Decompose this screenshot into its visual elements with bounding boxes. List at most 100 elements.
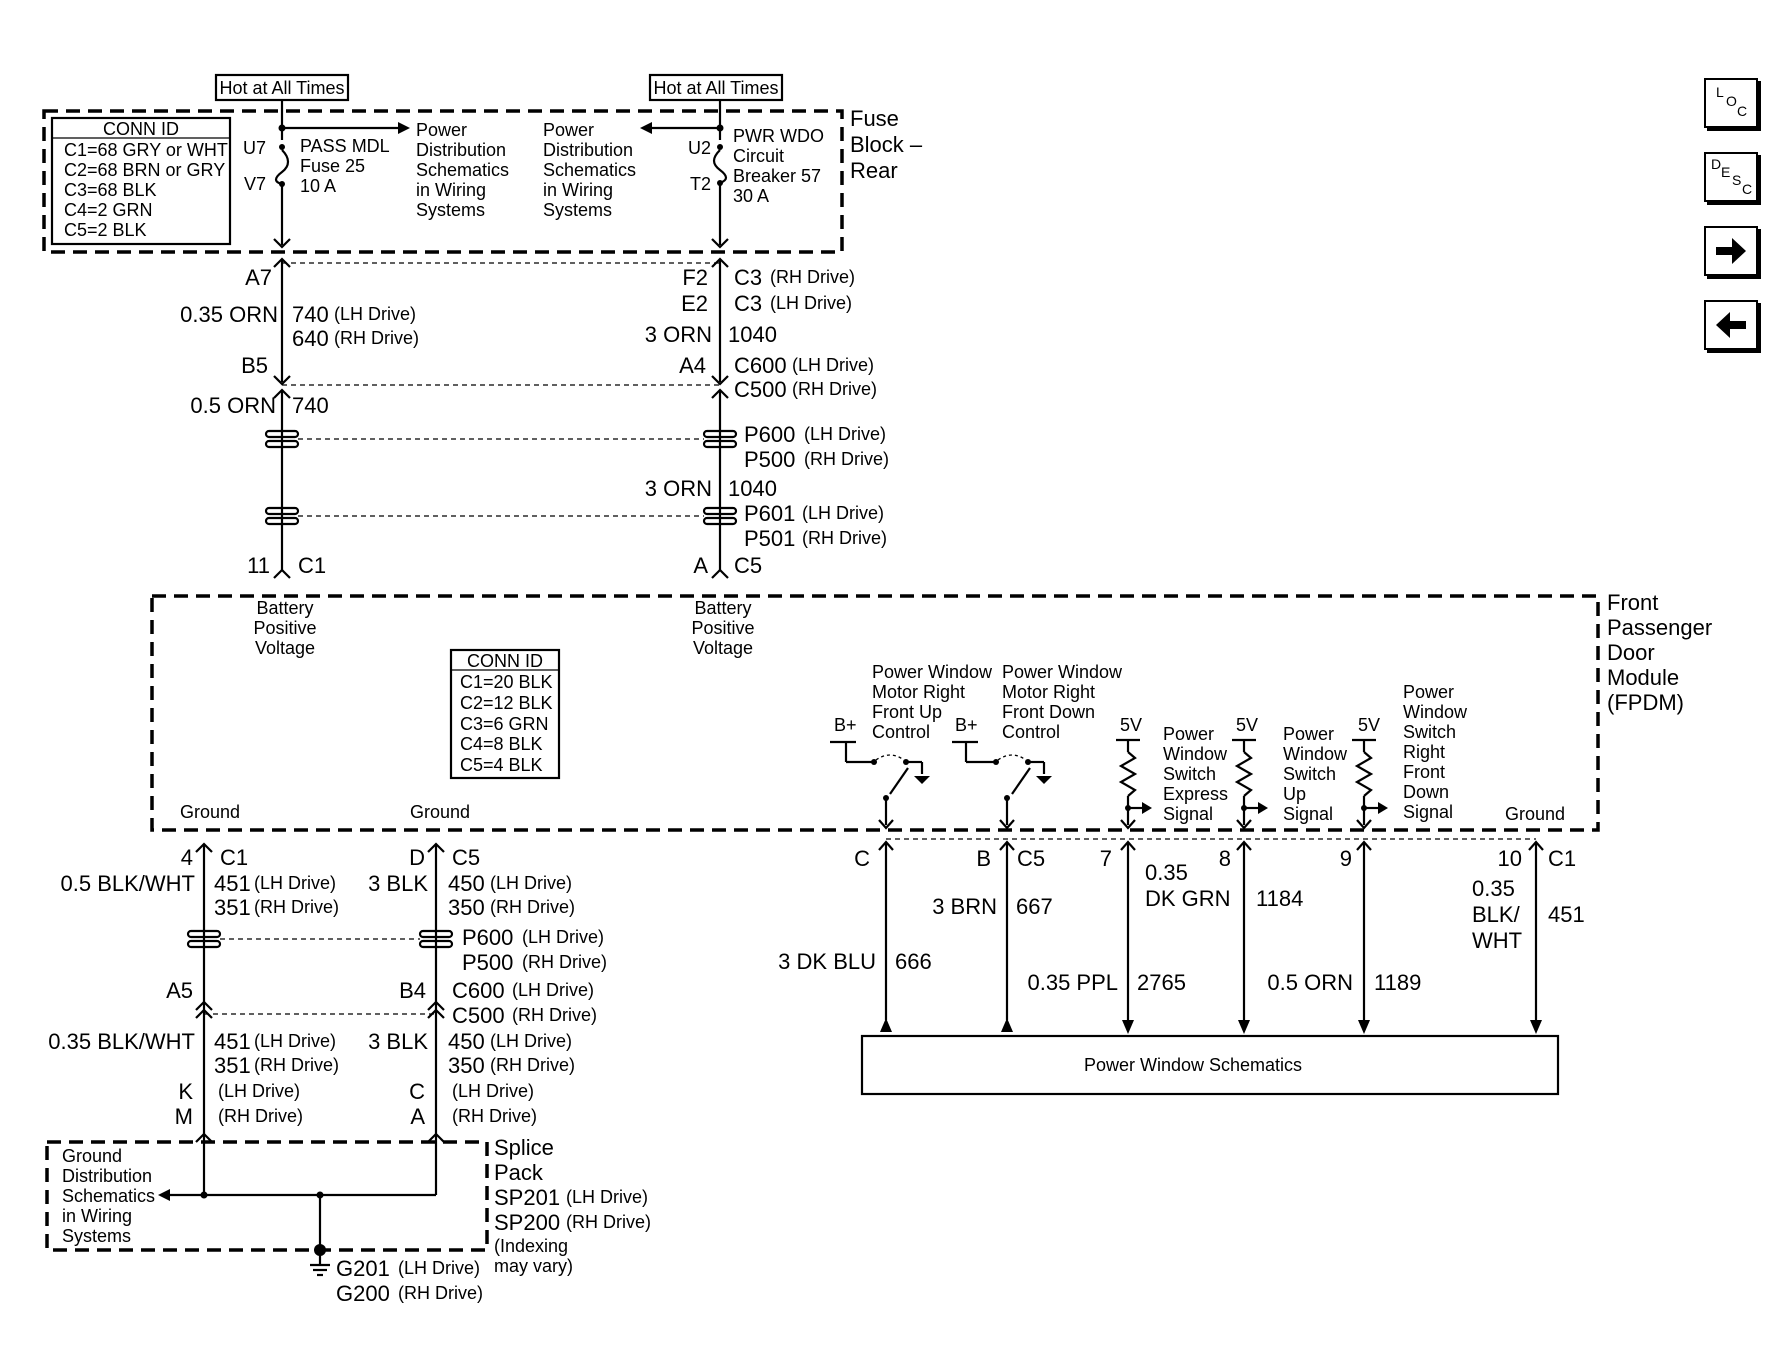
battery-label: Positive: [691, 618, 754, 638]
bplus-label: B+: [834, 715, 857, 735]
battery-label: Voltage: [255, 638, 315, 658]
module-name: Module: [1607, 665, 1679, 690]
motor-label: Power Window: [872, 662, 993, 682]
switch-label: Signal: [1283, 804, 1333, 824]
ref-text: Power: [416, 120, 467, 140]
switch-label: Switch: [1163, 764, 1216, 784]
circuit-number: 351: [214, 895, 251, 920]
breaker-label: Circuit: [733, 146, 784, 166]
location-button[interactable]: L O C: [1704, 78, 1758, 128]
connector-p500: P500: [744, 447, 795, 472]
ground-ref-text: in Wiring: [62, 1206, 132, 1226]
pin-v7: V7: [244, 174, 266, 194]
drive-note: (LH Drive): [254, 873, 336, 893]
switch-label: Window: [1283, 744, 1348, 764]
wire-740: A7 0.35 ORN 740 (LH Drive) 640 (RH Drive…: [180, 257, 419, 579]
five-volt-label: 5V: [1236, 715, 1258, 735]
pin-b: B: [976, 846, 991, 871]
circuit-number: 350: [448, 1053, 485, 1078]
pin-u2: U2: [688, 138, 711, 158]
circuit-number: 451: [214, 871, 251, 896]
breaker-label: 30 A: [733, 186, 769, 206]
ref-text: Schematics: [416, 160, 509, 180]
connector-c5: C5: [452, 845, 480, 870]
pin-e2: E2: [681, 291, 708, 316]
circuit-number: 1184: [1256, 886, 1303, 911]
connector-p600: P600: [462, 925, 513, 950]
wire-color: 0.35: [1145, 860, 1188, 885]
connector-c500: C500: [452, 1003, 505, 1028]
conn-id-line: C5=2 BLK: [64, 220, 147, 240]
drive-note: (RH Drive): [804, 449, 889, 469]
circuit-number: 2765: [1137, 970, 1186, 995]
fuse-block-name: Fuse: [850, 106, 899, 131]
pin-a4: A4: [679, 353, 706, 378]
nav-letter: D: [1711, 156, 1722, 172]
fuse-label: PASS MDL: [300, 136, 390, 156]
pin-4: 4: [181, 845, 193, 870]
pin-11: 11: [247, 553, 270, 578]
pin-a: A: [410, 1104, 425, 1129]
wire-color: 3 ORN: [645, 322, 712, 347]
connector-c5: C5: [734, 553, 762, 578]
splice-pack: Ground Distribution Schematics in Wiring…: [62, 1142, 438, 1277]
nav-letter: O: [1726, 93, 1737, 109]
drive-note: (LH Drive): [490, 873, 572, 893]
wire-color: 0.35 PPL: [1027, 970, 1118, 995]
nav-letter: C: [1742, 181, 1753, 197]
motor-up-control: Power Window Motor Right Front Up Contro…: [830, 662, 993, 830]
drive-note: (RH Drive): [254, 897, 339, 917]
pin-c: C: [409, 1079, 425, 1104]
description-button[interactable]: D E S C: [1704, 152, 1758, 202]
fpdm-conn-id-table: CONN ID C1=20 BLK C2=12 BLK C3=6 GRN C4=…: [449, 648, 561, 780]
fuse-conn-id-table: CONN ID C1=68 GRY or WHT C2=68 BRN or GR…: [50, 116, 232, 246]
battery-label: Battery: [694, 598, 751, 618]
pin-a: A: [693, 553, 708, 578]
hot-label-left: Hot at All Times: [219, 78, 344, 98]
conn-id-line: C1=20 BLK: [460, 672, 553, 692]
ground-ref-text: Ground: [62, 1146, 122, 1166]
previous-page-button[interactable]: [1704, 300, 1758, 350]
wire-color: 3 DK BLU: [778, 949, 876, 974]
fuse-label: Fuse 25: [300, 156, 365, 176]
hot-label-box-right: [648, 73, 784, 102]
ground-label: Ground: [1505, 804, 1565, 824]
connector-p500: P500: [462, 950, 513, 975]
five-volt-label: 5V: [1120, 715, 1142, 735]
pin-u7: U7: [243, 138, 266, 158]
pin-a7: A7: [245, 265, 272, 290]
drive-note: (RH Drive): [522, 952, 607, 972]
ground-label: Ground: [180, 802, 240, 822]
pin-b4: B4: [399, 978, 426, 1003]
connector-c1: C1: [298, 553, 326, 578]
next-page-button[interactable]: [1704, 226, 1758, 276]
circuit-number: 1040: [728, 322, 777, 347]
fuse-block-name: Rear: [850, 158, 898, 183]
ground-g200: G200: [336, 1281, 390, 1306]
wire-color: 0.5 ORN: [1267, 970, 1353, 995]
motor-label: Control: [872, 722, 930, 742]
circuit-number: 667: [1016, 894, 1053, 919]
circuit-number: 351: [214, 1053, 251, 1078]
indexing-note: (Indexing: [494, 1236, 568, 1256]
wire-color: WHT: [1472, 928, 1522, 953]
connector-c1: C1: [220, 845, 248, 870]
pin-c: C: [854, 846, 870, 871]
wire-450: D C5 3 BLK 450 (LH Drive) 350 (RH Drive)…: [368, 842, 607, 1143]
battery-label: Voltage: [693, 638, 753, 658]
drive-note: (RH Drive): [490, 897, 575, 917]
motor-label: Power Window: [1002, 662, 1123, 682]
connector-c500: C500: [734, 377, 787, 402]
splice-name: Pack: [494, 1160, 544, 1185]
connector-c3: C3: [734, 291, 762, 316]
drive-note: (RH Drive): [254, 1055, 339, 1075]
circuit-number: 666: [895, 949, 932, 974]
module-name: Passenger: [1607, 615, 1712, 640]
drive-note: (RH Drive): [566, 1212, 651, 1232]
switch-label: Right: [1403, 742, 1445, 762]
ground-ref-text: Distribution: [62, 1166, 152, 1186]
switch-label: Front: [1403, 762, 1445, 782]
connector-p501: P501: [744, 526, 795, 551]
conn-id-line: C1=68 GRY or WHT: [64, 140, 228, 160]
pin-d: D: [409, 845, 425, 870]
